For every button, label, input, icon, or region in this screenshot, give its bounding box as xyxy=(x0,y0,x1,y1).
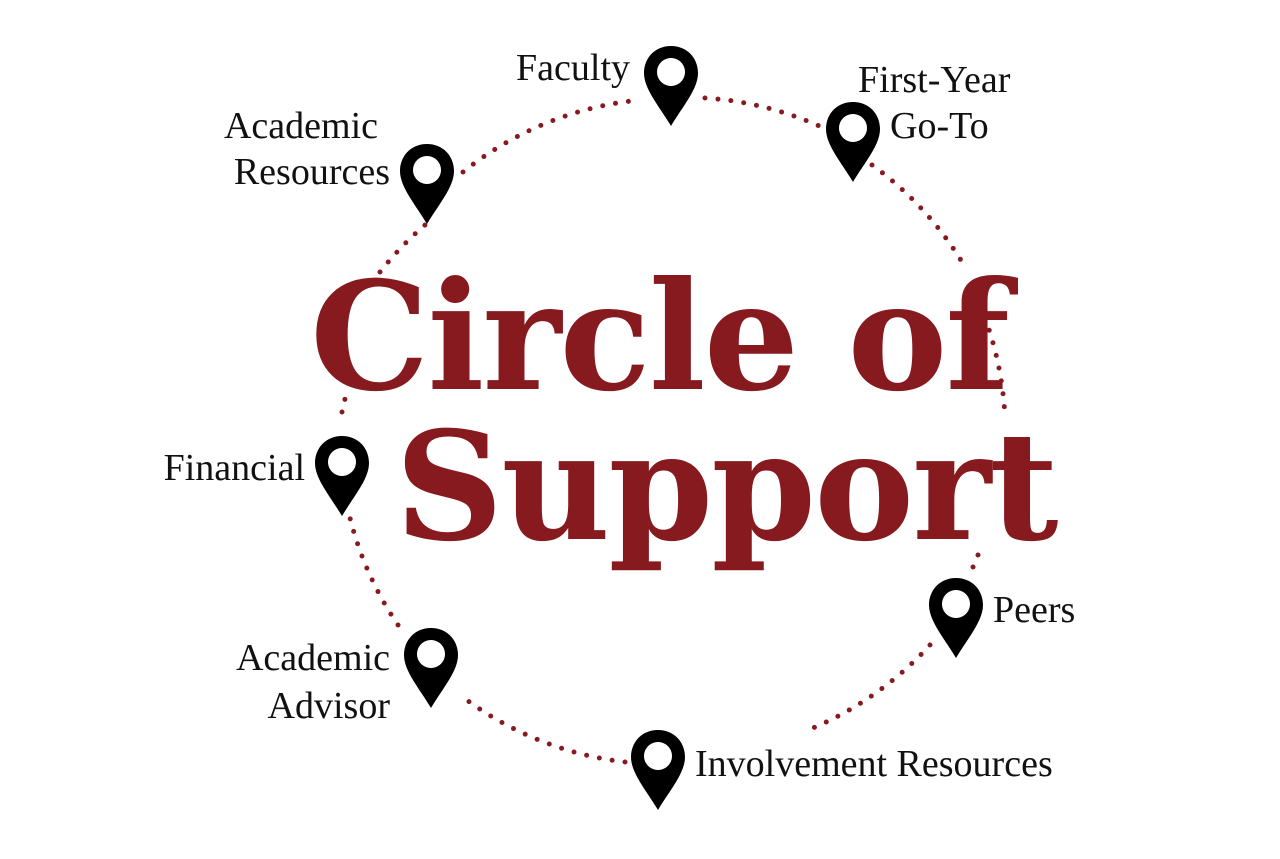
label-involvement-resources: Involvement Resources xyxy=(695,743,1053,785)
map-pin-icon xyxy=(402,626,460,710)
title-line-2: Support xyxy=(395,399,1059,575)
title-line-1: Circle of xyxy=(310,249,1010,425)
label-peers: Peers xyxy=(993,589,1076,631)
label-academic-resources-line1: Academic xyxy=(223,105,378,147)
label-faculty: Faculty xyxy=(516,47,630,89)
map-pin-icon xyxy=(824,100,882,184)
label-first-year-line2: Go-To xyxy=(890,105,989,147)
map-pin-icon xyxy=(398,142,456,226)
label-financial: Financial xyxy=(163,447,305,489)
map-pin-icon xyxy=(642,44,700,128)
label-first-year-line1: First-Year xyxy=(858,59,1011,101)
map-pin-icon xyxy=(927,576,985,660)
map-pin-icon xyxy=(629,728,687,812)
label-academic-resources-line2: Resources xyxy=(233,151,390,193)
map-pin-icon xyxy=(313,434,371,518)
label-academic-advisor-line2: Advisor xyxy=(267,685,390,727)
label-academic-advisor-line1: Academic xyxy=(235,637,390,679)
